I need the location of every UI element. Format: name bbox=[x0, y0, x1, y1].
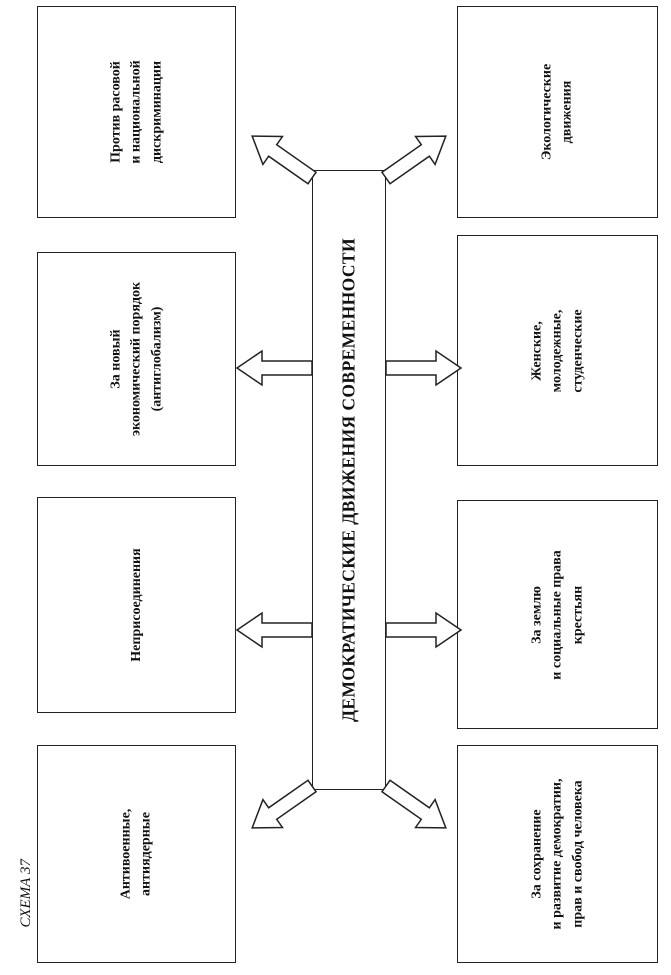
box-peasants-land: За землю и социальные права крестьян bbox=[457, 500, 658, 729]
box-new-economic-order: За новый экономический порядок (антиглоб… bbox=[37, 252, 236, 466]
box-against-discrimination: Против расовой и национальной дискримина… bbox=[37, 6, 236, 218]
arrow-up-left-icon bbox=[251, 135, 318, 185]
arrow-up-right-icon bbox=[380, 135, 447, 185]
box-non-alignment: Неприсоединения bbox=[37, 497, 236, 713]
arrow-down-left-icon bbox=[251, 779, 318, 829]
arrow-right-icon bbox=[385, 349, 463, 387]
box-anti-war: Антивоенные, антиядерные bbox=[37, 745, 236, 963]
arrow-down-right-icon bbox=[380, 779, 447, 829]
arrow-left-icon bbox=[235, 611, 313, 649]
arrow-left-icon bbox=[235, 349, 313, 387]
arrow-right-icon bbox=[385, 611, 463, 649]
box-democracy-rights: За сохранение и развитие демократии, пра… bbox=[457, 745, 658, 963]
box-women-youth-students: Женские, молодежные, студенческие bbox=[457, 235, 658, 466]
center-box: ДЕМОКРАТИЧЕСКИЕ ДВИЖЕНИЯ СОВРЕМЕННОСТИ bbox=[312, 170, 386, 790]
box-ecological: Экологические движения bbox=[457, 6, 658, 218]
